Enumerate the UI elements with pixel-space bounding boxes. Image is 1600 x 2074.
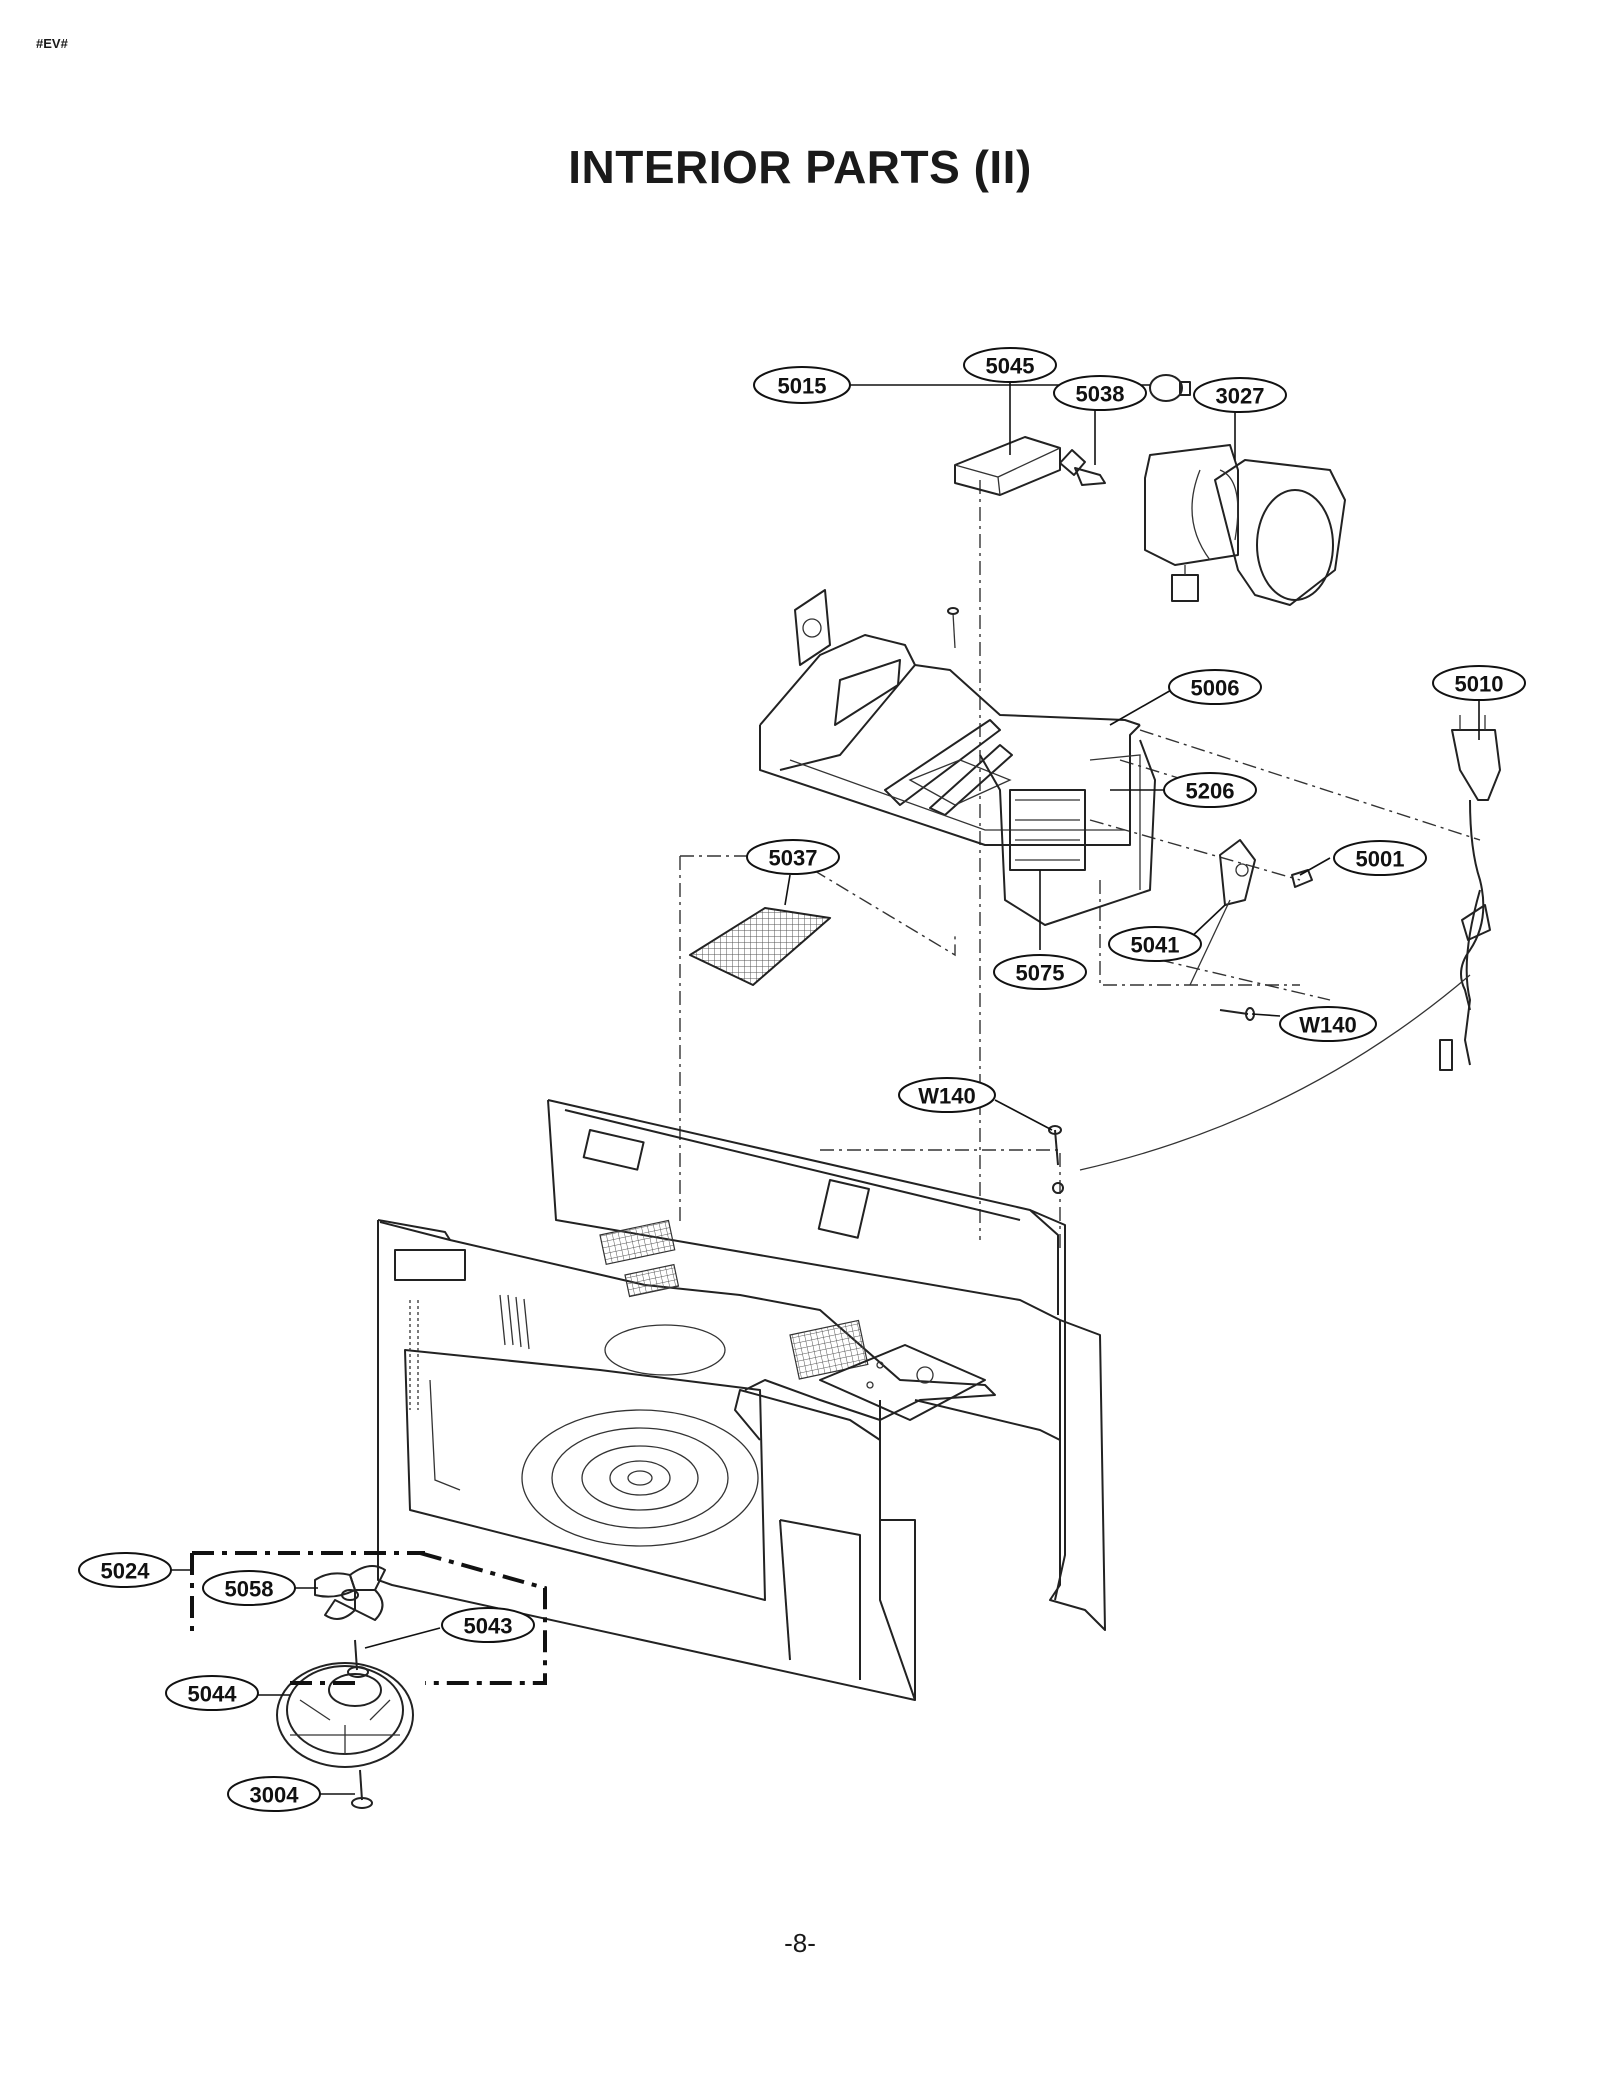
mounting-bracket <box>794 589 959 666</box>
callout-5015-text: 5015 <box>778 374 827 399</box>
page-number: -8- <box>784 1928 816 1958</box>
callout-3004: 3004 <box>227 1776 321 1812</box>
callout-5206-text: 5206 <box>1186 779 1235 804</box>
frame-assembly-5006 <box>759 634 1156 926</box>
callout-5043-text: 5043 <box>464 1614 513 1639</box>
callout-5037: 5037 <box>746 839 840 875</box>
callout-5006: 5006 <box>1168 669 1262 705</box>
fastener-3004 <box>351 1769 373 1809</box>
callout-5044-text: 5044 <box>188 1682 238 1707</box>
blower-motor-3027 <box>1144 444 1346 606</box>
shaft-coupler-5043 <box>347 1639 369 1678</box>
callout-3027: 3027 <box>1193 377 1287 413</box>
callout-5044: 5044 <box>165 1675 259 1711</box>
callout-5038-text: 5038 <box>1076 382 1125 407</box>
callout-5010: 5010 <box>1432 665 1526 701</box>
callout-5206: 5206 <box>1163 772 1257 808</box>
callout-5010-text: 5010 <box>1455 672 1504 697</box>
assembly-group-5024-outline <box>190 1551 547 1685</box>
lamp-bulb-5015 <box>1149 374 1191 402</box>
callout-5024-text: 5024 <box>101 1559 151 1584</box>
callout-w140-center: W140 <box>898 1077 996 1113</box>
leader-lines <box>158 378 1480 1795</box>
callout-5041: 5041 <box>1108 926 1202 962</box>
callout-w140-right-text: W140 <box>1299 1013 1356 1038</box>
callout-5037-text: 5037 <box>769 846 818 871</box>
stirrer-cover-5044 <box>276 1662 414 1768</box>
callout-5006-text: 5006 <box>1191 676 1240 701</box>
callout-w140-center-text: W140 <box>918 1084 975 1109</box>
callout-3027-text: 3027 <box>1216 384 1265 409</box>
document-code: #EV# <box>36 36 68 51</box>
callout-3004-text: 3004 <box>250 1783 300 1808</box>
screw-w140-right <box>1219 1007 1255 1021</box>
callout-5001: 5001 <box>1333 840 1427 876</box>
page-title: INTERIOR PARTS (II) <box>568 141 1032 193</box>
callout-5075: 5075 <box>993 954 1087 990</box>
callout-5024: 5024 <box>78 1552 172 1588</box>
callouts: 5015 5045 5038 3027 5006 5010 5206 5037 <box>78 347 1526 1812</box>
grease-filter-5037 <box>688 907 832 986</box>
callout-5001-text: 5001 <box>1356 847 1405 872</box>
callout-5045-text: 5045 <box>986 354 1035 379</box>
callout-5015: 5015 <box>753 366 851 404</box>
callout-5075-text: 5075 <box>1016 961 1065 986</box>
callout-5041-text: 5041 <box>1131 933 1180 958</box>
door-switch-5041 <box>1189 839 1313 986</box>
oven-cavity-main <box>377 1099 1106 1701</box>
stirrer-fan-5058 <box>314 1565 386 1621</box>
cover-5045 <box>954 436 1061 496</box>
thermostat-5038 <box>1059 449 1106 486</box>
power-cord-5010 <box>1079 715 1501 1171</box>
screw-w140-center <box>1048 1125 1064 1194</box>
callout-5043: 5043 <box>441 1607 535 1643</box>
callout-5058: 5058 <box>202 1570 296 1606</box>
callout-5045: 5045 <box>963 347 1057 383</box>
callout-5038: 5038 <box>1053 375 1147 411</box>
callout-w140-right: W140 <box>1279 1006 1377 1042</box>
callout-5058-text: 5058 <box>225 1577 274 1602</box>
